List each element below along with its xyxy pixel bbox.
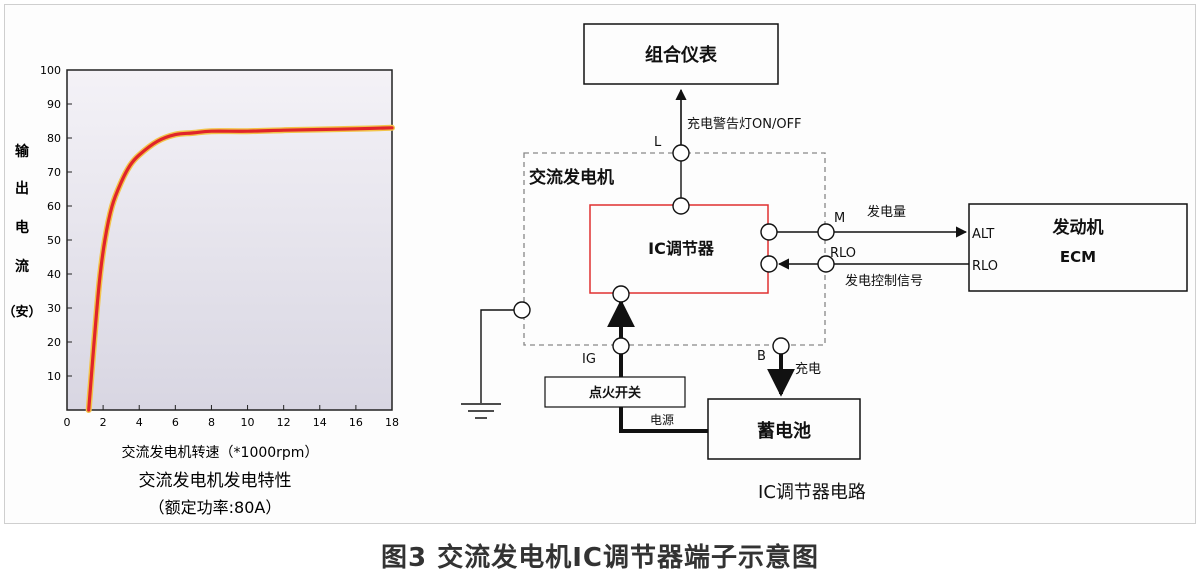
y-tick-label: 70 — [47, 166, 61, 179]
alternator-box — [523, 152, 826, 346]
wire-ground — [480, 309, 514, 403]
y-tick-label: 60 — [47, 200, 61, 213]
signal-output-label: 发电量 — [867, 204, 906, 220]
y-label-char-3: 电 — [15, 219, 29, 236]
y-label-char-1: 输 — [15, 143, 30, 160]
terminal-ground — [513, 301, 531, 319]
y-tick-label: 10 — [47, 370, 61, 383]
x-tick-label: 18 — [385, 416, 399, 429]
x-axis-label: 交流发电机转速（*1000rpm） — [122, 444, 319, 461]
y-label-char-4: 流 — [15, 258, 29, 275]
signal-warning-label: 充电警告灯ON/OFF — [687, 116, 802, 132]
x-tick-label: 4 — [136, 416, 143, 429]
ignition-switch-box — [544, 376, 686, 408]
x-tick-label: 2 — [100, 416, 107, 429]
ic-regulator-label: IC调节器 — [648, 239, 715, 258]
ecm-box — [968, 203, 1188, 292]
cluster-label: 组合仪表 — [645, 44, 718, 66]
y-axis-ticks: 10 20 30 40 50 60 70 80 90 100 — [40, 64, 72, 383]
signal-control-label: 发电控制信号 — [845, 273, 923, 289]
circuit-diagram — [461, 23, 1188, 460]
y-label-char-2: 出 — [15, 180, 29, 197]
x-tick-label: 10 — [241, 416, 255, 429]
terminal-L — [672, 144, 690, 162]
terminal-ic-RLO — [760, 255, 778, 273]
label-ecm-RLO: RLO — [972, 259, 998, 274]
terminal-B — [772, 337, 790, 355]
x-tick-label: 12 — [277, 416, 291, 429]
label-RLO: RLO — [830, 246, 856, 261]
x-tick-label: 6 — [172, 416, 179, 429]
chart-subtitle: （额定功率:80A） — [149, 498, 282, 517]
ecm-label-1: 发动机 — [1052, 217, 1104, 238]
terminal-RLO — [817, 255, 835, 273]
output-current-curve — [87, 126, 394, 412]
chart-title: 交流发电机发电特性 — [139, 471, 292, 491]
terminal-M — [817, 223, 835, 241]
alternator-label: 交流发电机 — [529, 167, 614, 188]
y-axis-label: 输 出 电 流 （安） — [2, 143, 41, 320]
label-ALT: ALT — [972, 227, 994, 242]
wire-battery-to-switch — [619, 407, 708, 433]
figure-caption: 图3 交流发电机IC调节器端子示意图 — [381, 543, 819, 573]
label-B: B — [757, 349, 766, 364]
x-tick-label: 8 — [208, 416, 215, 429]
cluster-box — [583, 23, 779, 85]
chart: 10 20 30 40 50 60 70 80 90 100 0 2 4 6 8 10 12 14 16 18 输 … — [2, 64, 399, 517]
circuit-labels: 组合仪表 交流发电机 IC调节器 发动机 ECM 点火开关 蓄电池 L M RL… — [529, 44, 1104, 503]
y-tick-label: 30 — [47, 302, 61, 315]
label-L: L — [654, 135, 662, 150]
label-IG: IG — [582, 352, 596, 367]
terminal-ic-top — [672, 197, 690, 215]
ignition-switch-label: 点火开关 — [589, 385, 641, 401]
terminal-ic-IG — [612, 285, 630, 303]
ground-symbol — [461, 403, 501, 419]
y-tick-label: 100 — [40, 64, 61, 77]
signal-charge-label: 充电 — [795, 361, 821, 377]
y-tick-label: 50 — [47, 234, 61, 247]
terminal-IG — [612, 337, 630, 355]
plot-area — [66, 69, 393, 411]
y-tick-label: 90 — [47, 98, 61, 111]
y-tick-label: 40 — [47, 268, 61, 281]
y-label-unit: （安） — [2, 304, 41, 320]
signal-power-label: 电源 — [650, 413, 674, 427]
x-tick-label: 0 — [64, 416, 71, 429]
x-axis-ticks: 0 2 4 6 8 10 12 14 16 18 — [64, 405, 399, 429]
battery-label: 蓄电池 — [757, 420, 811, 442]
terminal-ic-M — [760, 223, 778, 241]
circuit-title: IC调节器电路 — [758, 482, 866, 503]
y-tick-label: 80 — [47, 132, 61, 145]
label-M: M — [834, 211, 845, 226]
x-tick-label: 16 — [349, 416, 363, 429]
ecm-label-2: ECM — [1060, 248, 1096, 266]
y-tick-label: 20 — [47, 336, 61, 349]
x-tick-label: 14 — [313, 416, 327, 429]
